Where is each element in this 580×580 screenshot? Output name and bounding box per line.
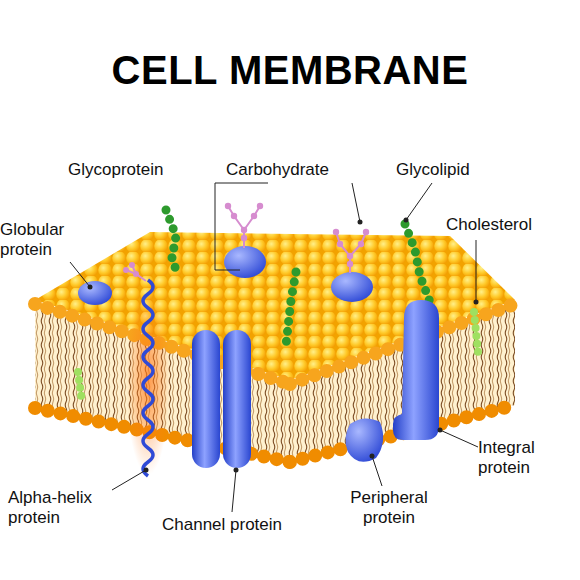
leader-line [70,262,90,287]
cholesterol-molecule [78,372,82,402]
part-label: Glycoprotein [68,160,198,180]
sugar-unit [358,241,364,247]
leader-line [232,470,236,512]
sugar-unit [231,213,237,219]
sugar-unit [123,267,129,273]
helix-carbohydrate [123,262,146,281]
channel-protein [223,330,251,468]
glycolipid-chain [286,272,296,345]
part-label: Carbohydrate [226,160,356,180]
part-label: Peripheral protein [334,488,444,528]
leader-line [112,470,146,490]
part-label: Cholesterol [446,215,576,235]
surface-protein [331,272,373,302]
integral-protein [393,300,439,440]
leader-lines [70,183,478,512]
part-label: Glycolipid [396,160,516,180]
leader-dot [370,454,375,459]
sugar-unit [241,235,247,241]
alpha-helix-protein [143,280,153,476]
sugar-unit [225,203,231,209]
carbohydrate-chain [126,265,146,281]
leader-dot [358,220,363,225]
part-label: Integral protein [478,438,573,478]
leader-line [476,240,477,302]
sugar-unit [257,203,263,209]
sugar-unit [241,227,247,233]
peripheral-protein [345,418,383,461]
leader-line [440,430,478,447]
part-label: Globular protein [0,220,80,260]
glycolipid-chain [405,224,430,302]
sugar-unit [347,261,353,267]
protein-carbohydrate [333,229,369,273]
sugar-unit [333,229,339,235]
leader-dot [404,218,409,223]
globular-protein [78,281,112,305]
carbohydrate-chain [228,206,260,248]
glycoprotein [224,246,266,278]
bracket-line [215,183,268,270]
upper-head-row [290,304,515,384]
diagram-title: CELL MEMBRANE [0,48,580,93]
leader-line [352,183,360,222]
glycolipid-chain [166,210,178,276]
sugar-unit [347,253,353,259]
sugar-unit [337,241,343,247]
leader-dots [88,218,479,473]
part-label: Channel protein [162,515,312,535]
leader-dot [438,428,443,433]
part-label: Alpha-helix protein [8,488,118,528]
leader-dot [474,300,479,305]
leader-dot [88,285,93,290]
leader-line [372,456,382,486]
sugar-unit [133,271,139,277]
carbohydrate-chain [336,232,366,273]
leader-dot [234,468,239,473]
upper-head-surface [35,232,515,380]
glycoprotein-carbohydrate [225,203,263,248]
leader-line [406,183,432,220]
sugar-unit [363,229,369,235]
sugar-unit [129,262,135,268]
cholesterol-molecule [474,312,478,352]
sugar-unit [251,213,257,219]
leader-dot [144,468,149,473]
channel-protein [192,330,220,468]
